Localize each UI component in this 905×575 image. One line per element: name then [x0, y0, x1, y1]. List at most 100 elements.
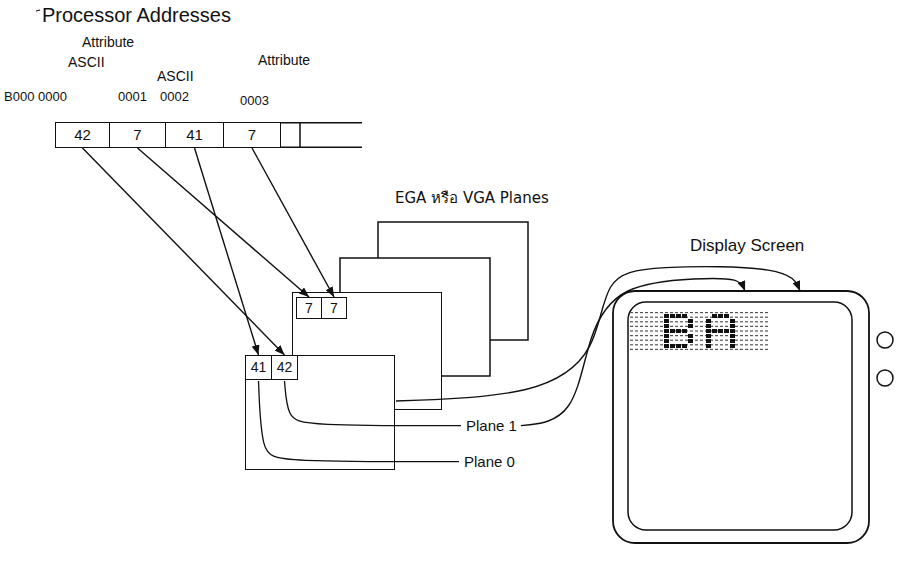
pixel-dot: [650, 340, 653, 341]
pixel-dot: [660, 326, 663, 327]
pixel-dot: [755, 317, 758, 318]
pixel-dot: [760, 317, 763, 318]
pixel-dot: [635, 330, 638, 331]
pixel-dot: [690, 317, 693, 318]
pixel-dot: [655, 317, 658, 318]
memory-cell: 7: [223, 122, 281, 148]
pixel-dot: [635, 335, 638, 336]
memory-cell: 42: [55, 122, 110, 148]
lit-pixel: [730, 329, 735, 333]
lit-pixel: [688, 334, 693, 338]
pixel-dot: [630, 340, 633, 341]
lit-pixel: [706, 329, 711, 333]
pixel-dot: [635, 326, 638, 327]
pixel-dot: [745, 321, 748, 322]
pixel-dot: [725, 335, 728, 336]
lit-pixel: [706, 334, 711, 338]
pixel-dot: [750, 321, 753, 322]
pixel-dot: [635, 349, 638, 350]
pixel-dot: [715, 344, 718, 345]
pixel-dot: [695, 321, 698, 322]
pixel-dot: [670, 340, 673, 341]
lit-pixel: [670, 314, 675, 318]
lit-pixel: [730, 319, 735, 323]
pixel-dot: [650, 326, 653, 327]
pixel-dot: [690, 312, 693, 313]
pixel-dot: [645, 344, 648, 345]
pixel-dot: [670, 335, 673, 336]
pixel-dot: [630, 326, 633, 327]
pixel-dot: [690, 344, 693, 345]
data-flow-arrow: [252, 148, 334, 297]
pixel-dot: [700, 344, 703, 345]
pixel-dot: [630, 321, 633, 322]
data-flow-arrow: [138, 148, 310, 297]
pixel-dot: [725, 349, 728, 350]
plane-cell: 7: [321, 297, 347, 319]
lit-pixel: [712, 314, 717, 318]
pixel-dot: [750, 335, 753, 336]
pixel-dot: [750, 344, 753, 345]
pixel-dot: [725, 344, 728, 345]
pixel-dot: [700, 349, 703, 350]
pixel-dot: [675, 312, 678, 313]
data-flow-arrow: [396, 267, 800, 401]
lit-pixel: [664, 339, 669, 343]
pixel-dot: [740, 326, 743, 327]
pixel-dot: [750, 340, 753, 341]
pixel-dot: [755, 340, 758, 341]
memory-cell: 41: [165, 122, 224, 148]
pixel-dot: [680, 349, 683, 350]
pixel-dot: [735, 312, 738, 313]
pixel-dot: [640, 326, 643, 327]
pixel-dot: [690, 330, 693, 331]
pixel-dot: [750, 330, 753, 331]
pixel-dot: [645, 349, 648, 350]
pixel-dot: [745, 326, 748, 327]
pixel-dot: [705, 349, 708, 350]
pixel-dot: [725, 312, 728, 313]
pixel-dot: [755, 326, 758, 327]
pixel-dot: [685, 335, 688, 336]
pixel-dot: [685, 321, 688, 322]
pixel-dot: [720, 349, 723, 350]
monitor-knob: [877, 370, 893, 386]
pixel-dot: [655, 321, 658, 322]
pixel-dot: [740, 335, 743, 336]
pixel-dot: [640, 335, 643, 336]
pixel-dot: [730, 317, 733, 318]
byte-role: Attribute: [82, 34, 134, 50]
character-dots: [630, 312, 768, 350]
lit-pixel: [664, 314, 669, 318]
pixel-dot: [730, 349, 733, 350]
pixel-dot: [740, 330, 743, 331]
data-flow-arrow: [195, 148, 259, 355]
cell-value: 42: [277, 359, 293, 375]
pixel-dot: [750, 317, 753, 318]
pixel-dot: [675, 326, 678, 327]
lit-pixel: [706, 339, 711, 343]
pixel-dot: [630, 335, 633, 336]
pixel-dot: [685, 326, 688, 327]
pixel-dot: [750, 349, 753, 350]
pixel-dot: [635, 321, 638, 322]
pixel-dot: [675, 349, 678, 350]
pixel-dot: [695, 312, 698, 313]
pixel-dot: [715, 340, 718, 341]
pixel-dot: [735, 317, 738, 318]
pixel-dot: [645, 330, 648, 331]
pixel-dot: [700, 312, 703, 313]
pixel-dot: [665, 312, 668, 313]
pixel-dot: [745, 349, 748, 350]
lit-pixel: [682, 344, 687, 348]
memory-address: 0003: [240, 94, 269, 109]
pixel-dot: [700, 321, 703, 322]
monitor-knob: [877, 332, 893, 348]
pixel-dot: [765, 317, 768, 318]
plane-cell: 42: [271, 355, 298, 380]
lit-pixel: [730, 324, 735, 328]
pixel-dot: [650, 344, 653, 345]
memory-address: 0001: [118, 90, 147, 105]
pixel-dot: [760, 326, 763, 327]
lit-pixel: [706, 344, 711, 348]
